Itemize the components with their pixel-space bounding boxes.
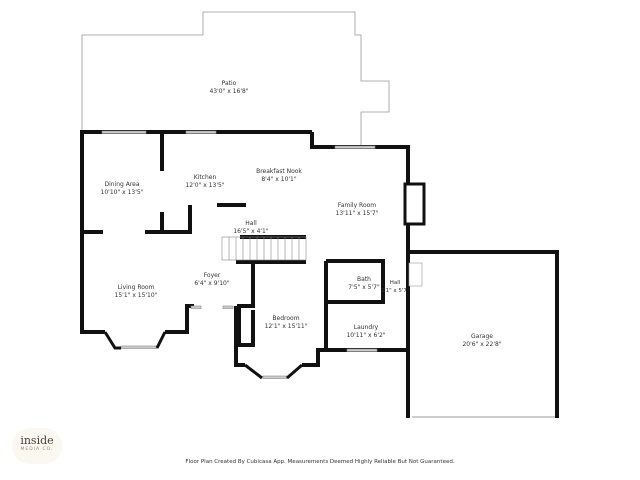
logo-subtitle: MEDIA CO. bbox=[20, 447, 54, 452]
fireplace bbox=[403, 182, 426, 226]
bedroom-wall bbox=[234, 306, 245, 367]
bedroom-wall bbox=[237, 262, 255, 347]
logo-wordmark: inside bbox=[20, 434, 54, 447]
bay-windows bbox=[103, 331, 303, 380]
bath-wall bbox=[326, 259, 385, 304]
logo: inside MEDIA CO. bbox=[12, 428, 62, 464]
entry-steps bbox=[408, 262, 423, 287]
exterior-wall bbox=[310, 132, 410, 253]
windows bbox=[101, 130, 378, 379]
patio-outline bbox=[81, 11, 390, 146]
living-bay-wall bbox=[165, 304, 194, 334]
disclaimer-footer: Floor Plan Created By Cubicasa App. Meas… bbox=[185, 459, 455, 465]
walls bbox=[80, 130, 559, 418]
exterior-wall bbox=[80, 130, 312, 334]
garage-wall bbox=[408, 250, 559, 418]
stairs bbox=[221, 236, 307, 261]
